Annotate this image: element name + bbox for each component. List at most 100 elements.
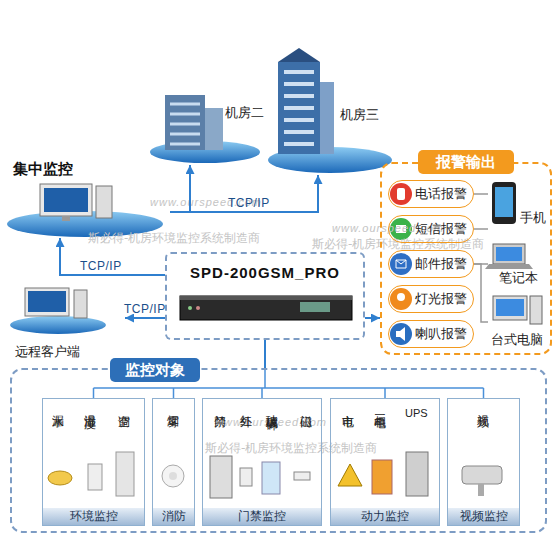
building-icon (205, 108, 223, 150)
connector (474, 193, 488, 195)
sensor-group: 漏水温湿度空调环境监控 (42, 398, 145, 526)
sensor-group: 视频视频监控 (447, 398, 520, 526)
sensor-group: 烟雾消防 (152, 398, 195, 526)
sensor-icon (116, 452, 134, 496)
node-label: 漏水 (51, 405, 65, 407)
watermark: 斯必得-机房环境监控系统制造商 (88, 230, 260, 247)
alarm-item: 短信报警 (388, 215, 474, 243)
watermark: 斯必得-机房环境监控系统制造商 (205, 440, 377, 457)
alarm-icon (396, 260, 406, 268)
node-label: UPS (405, 407, 428, 419)
edge-label: TCP/IP (80, 259, 122, 273)
terminal-icon (485, 182, 542, 324)
sensor-group: 市电三相电UPS动力监控 (330, 398, 440, 526)
alarm-item: 电话报警 (388, 180, 474, 208)
group-title: 环境监控 (43, 508, 144, 525)
sensor-icon (478, 484, 484, 496)
monitor-device (196, 306, 200, 310)
node-label: 红外 (239, 405, 253, 407)
terminal-node: 手机 (488, 176, 548, 236)
building-node: 机房二 (145, 75, 265, 165)
monitor-device (180, 296, 352, 300)
computer-icon (25, 184, 112, 318)
computer-icon (74, 290, 87, 318)
node-label: 温湿度 (83, 405, 97, 408)
node-label: 集中监控 (13, 160, 73, 178)
node-label: 门禁 (213, 405, 227, 407)
sensor-group: 门禁 红外 玻璃破碎 门磁门禁监控 (202, 398, 322, 526)
building-icon (165, 95, 205, 150)
alarm-icon (390, 253, 412, 275)
monitor-device (188, 306, 192, 310)
sensor-icon (406, 452, 428, 496)
alarm-item: 邮件报警 (388, 250, 474, 278)
sensor-icon (48, 471, 72, 485)
building-node: 机房三 (265, 45, 390, 175)
connector (365, 317, 380, 319)
alarm-icon (390, 323, 412, 345)
building-icon (165, 48, 334, 154)
node-label: 烟雾 (166, 405, 180, 407)
alarm-item: 灯光报警 (388, 285, 474, 313)
sensor-icon (338, 464, 362, 486)
group-title: 消防 (153, 508, 194, 525)
node-label: 市电 (341, 405, 355, 407)
node-label: 三相电 (373, 405, 387, 408)
alarm-group: 报警输出电话报警短信报警邮件报警灯光报警喇叭报警手机笔记本台式电脑 (380, 162, 552, 355)
alarm-icon (390, 288, 412, 310)
platform-ellipse (10, 316, 106, 334)
building-icon (170, 104, 200, 144)
terminal-icon (485, 264, 533, 269)
node-label: 手机 (520, 210, 546, 225)
alarm-icon (397, 293, 405, 301)
node-label: 视频 (476, 405, 490, 407)
node-label: 喇叭报警 (415, 326, 467, 342)
computer-icon (44, 188, 88, 212)
sensor-icon (48, 452, 502, 498)
terminal-icon (496, 247, 522, 261)
sensor-icon (210, 456, 232, 498)
monitor-device (180, 296, 352, 320)
node-label: 短信报警 (415, 221, 467, 237)
building-icon (284, 72, 314, 144)
sensor-icon (162, 465, 184, 487)
terminal-icon (495, 187, 513, 217)
computer-icon (62, 216, 70, 221)
computer-icon (40, 184, 92, 216)
sensor-icon (88, 464, 102, 490)
group-title: 门禁监控 (203, 508, 321, 525)
connector (474, 263, 488, 265)
connector (474, 228, 488, 230)
terminal-node: 台式电脑 (488, 294, 548, 352)
sensor-icon (462, 466, 502, 484)
watermark: www.ourspeed.com (215, 416, 327, 428)
edge-label: TCP/IP (228, 196, 270, 210)
alarm-item: 喇叭报警 (388, 320, 474, 348)
alarm-icon (390, 183, 412, 205)
node-label: 灯光报警 (415, 291, 467, 307)
node-label: 玻璃破碎 (265, 405, 279, 409)
connector (264, 340, 266, 368)
monitor-device (180, 296, 352, 320)
computer-icon (96, 186, 112, 218)
node-label: 邮件报警 (415, 256, 467, 272)
terminal-icon (493, 296, 527, 320)
connector (474, 264, 488, 322)
building-icon (278, 62, 320, 154)
node-label: 报警输出 (418, 150, 514, 174)
connector (125, 317, 165, 319)
device-box: SPD-200GSM_PRO (165, 252, 365, 340)
alarm-icon (397, 188, 405, 200)
alarm-icon (396, 327, 405, 341)
node-label: SPD-200GSM_PRO (167, 264, 363, 281)
computer-icon (25, 288, 69, 316)
monitor-device (300, 302, 330, 312)
edge-label: TCP/IP (124, 302, 166, 316)
node-label: 门磁 (299, 405, 313, 407)
group-title: 视频监控 (448, 508, 519, 525)
sensor-icon (262, 462, 280, 494)
node-label: 机房二 (225, 105, 264, 121)
node-label: 笔记本 (499, 270, 538, 285)
sensor-icon (294, 472, 310, 480)
